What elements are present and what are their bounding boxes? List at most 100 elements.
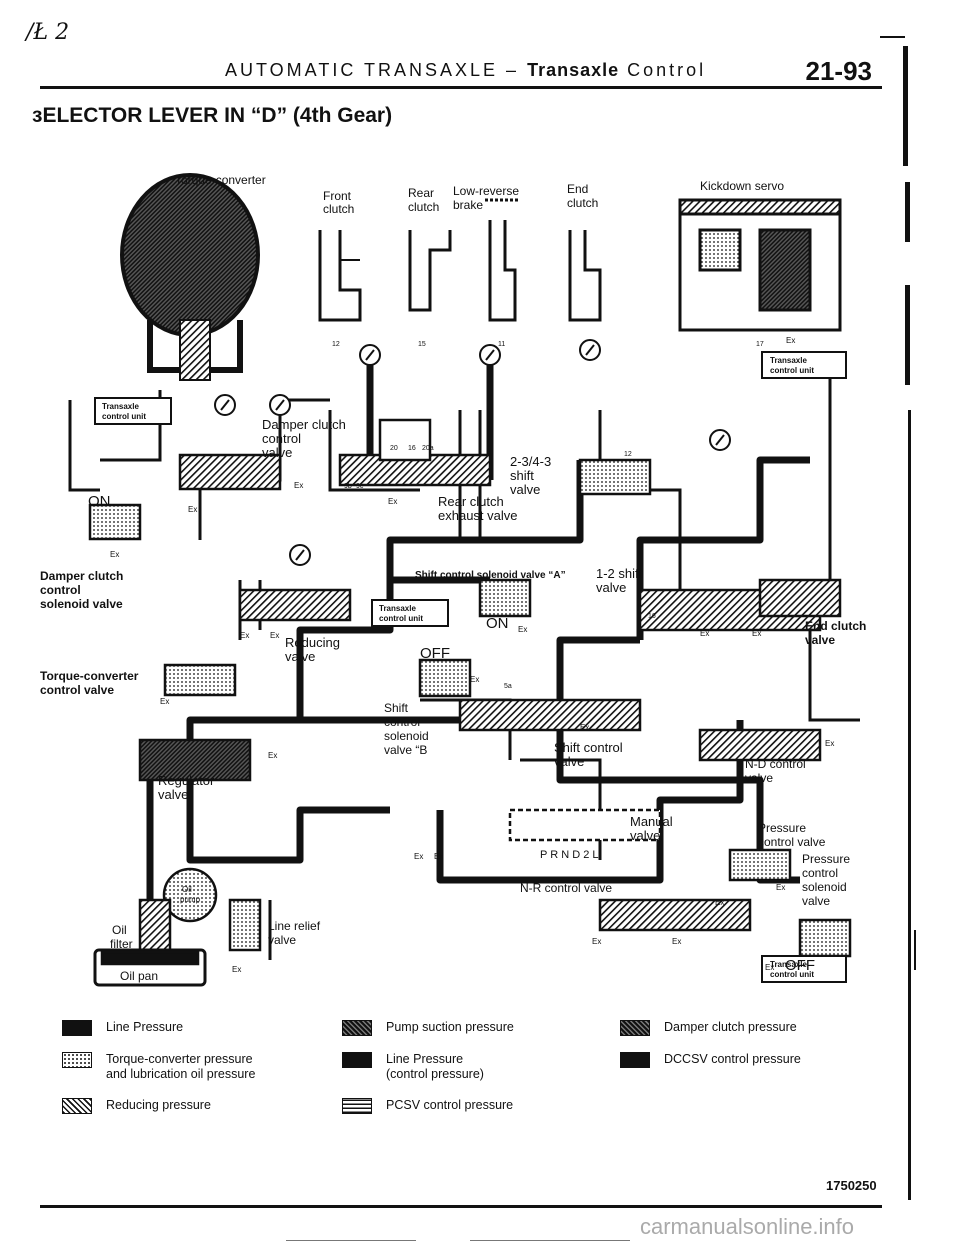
torque-converter [120, 173, 260, 381]
label-shift-solenoid-b-1: Shift [384, 701, 409, 715]
svg-text:Ex: Ex [434, 852, 443, 861]
oil-filter [138, 898, 172, 957]
svg-text:Ex: Ex [592, 937, 601, 946]
label-on-2: ON [486, 615, 509, 632]
label-manual-valve-2: valve [630, 828, 660, 843]
svg-text:control unit: control unit [770, 366, 814, 375]
label-damper-clutch-solenoid-2: control [40, 583, 81, 597]
legend-reducing-pressure: Reducing pressure [62, 1098, 211, 1114]
page-header: AUTOMATIC TRANSAXLE – Transaxle Control … [40, 56, 880, 86]
svg-text:5a: 5a [504, 683, 512, 690]
svg-text:Ex: Ex [160, 697, 169, 706]
transaxle-control-unit-box-4: Transaxle control unit [761, 955, 847, 983]
label-nd-control-valve-1: N-D control [745, 757, 806, 771]
legend-swatch [342, 1020, 372, 1036]
label-shift-solenoid-b-2: control [384, 715, 420, 729]
legend-swatch [62, 1052, 92, 1068]
header-rule [40, 86, 882, 89]
label-damper-clutch-control-valve-3: valve [262, 445, 292, 460]
svg-text:Ex: Ex [470, 675, 479, 684]
svg-text:Ex: Ex [825, 739, 834, 748]
svg-text:Ex: Ex [752, 629, 761, 638]
svg-text:control unit: control unit [379, 614, 423, 623]
label-on-1: ON [88, 493, 111, 510]
damper-clutch-control-solenoid [88, 503, 142, 541]
svg-text:Ex: Ex [232, 965, 241, 974]
label-oil-pan: Oil pan [120, 969, 158, 983]
label-pcsv-4: valve [802, 894, 830, 908]
figure-number: 1750250 [826, 1178, 877, 1193]
svg-text:Ex: Ex [294, 481, 303, 490]
rear-clutch-exhaust-valve-body [378, 418, 432, 462]
svg-text:Ex: Ex [414, 852, 423, 861]
label-rear-clutch-exhaust-1: Rear clutch [438, 494, 504, 509]
regulator-valve-body [138, 738, 252, 782]
label-oil-pump-1: Oil [182, 885, 192, 894]
manual-valve-body [508, 808, 662, 842]
label-rear-clutch-exhaust-2: exhaust valve [438, 508, 518, 523]
label-damper-clutch-solenoid-3: solenoid valve [40, 597, 123, 611]
label-oil-filter-1: Oil [112, 923, 127, 937]
label-234-3-shift-valve-3: valve [510, 482, 540, 497]
label-manual-valve-1: Manual [630, 814, 673, 829]
svg-text:Ex: Ex [672, 937, 681, 946]
svg-text:Ex: Ex [765, 963, 774, 972]
label-reducing-valve-1: Reducing [285, 635, 340, 650]
label-oil-filter-2: filter [110, 937, 133, 951]
svg-text:20: 20 [390, 445, 398, 452]
label-damper-clutch-control-valve-1: Damper clutch [262, 417, 346, 432]
label-prnd2l: P R N D 2 L [540, 849, 599, 861]
label-pressure-control-valve-2: control valve [758, 835, 826, 849]
label-pcsv-3: solenoid [802, 880, 847, 894]
label-oil-pump-2: pump [180, 895, 201, 904]
label-end-clutch-valve-1: End clutch [805, 619, 866, 633]
svg-text:12: 12 [624, 451, 632, 458]
nd-control-valve-body [698, 728, 822, 762]
svg-text:Ex: Ex [786, 336, 795, 345]
svg-text:16: 16 [648, 613, 656, 620]
label-tc-control-valve-1: Torque-converter [40, 669, 139, 683]
svg-text:Ex: Ex [518, 625, 527, 634]
legend-swatch [342, 1052, 372, 1068]
label-shift-solenoid-b-3: solenoid [384, 729, 429, 743]
label-shift-solenoid-b-4: valve “B [384, 743, 427, 757]
hydraulic-circuit-diagram: Torque-converter Front clutch Rear clutc… [40, 173, 866, 987]
svg-text:15: 15 [418, 341, 426, 348]
legend-pcsv-control-pressure: PCSV control pressure [342, 1098, 513, 1114]
label-end-clutch-valve-2: valve [805, 633, 835, 647]
label-damper-clutch-control-valve-2: control [262, 431, 301, 446]
svg-text:Ex: Ex [188, 505, 197, 514]
label-rear-clutch-1: Rear [408, 186, 434, 200]
exhaust-port-labels: Ex Ex Ex Ex Ex Ex Ex Ex Ex Ex Ex Ex Ex E… [110, 336, 834, 974]
svg-text:Ex: Ex [270, 631, 279, 640]
svg-text:control unit: control unit [770, 970, 814, 979]
legend-swatch [62, 1020, 92, 1036]
damper-clutch-control-valve [178, 453, 282, 491]
svg-text:Transaxle: Transaxle [770, 960, 807, 969]
label-line-relief-valve-1: Line relief [268, 919, 321, 933]
svg-text:11: 11 [498, 341, 505, 348]
svg-text:Ex: Ex [776, 883, 785, 892]
svg-text:16: 16 [408, 445, 416, 452]
svg-text:Ex: Ex [388, 497, 397, 506]
label-damper-clutch-solenoid-1: Damper clutch [40, 569, 123, 583]
svg-text:12: 12 [332, 341, 340, 348]
svg-text:Transaxle: Transaxle [770, 356, 807, 365]
svg-text:17: 17 [756, 341, 764, 348]
label-rear-clutch-2: clutch [408, 200, 439, 214]
end-clutch [568, 230, 602, 322]
label-low-reverse-brake-2: brake [453, 198, 483, 212]
end-clutch-valve-body [758, 578, 842, 618]
watermark: carmanualsonline.info [640, 1214, 855, 1239]
legend-line-pressure: Line Pressure [62, 1020, 183, 1036]
shift-control-valve-body [458, 698, 642, 732]
reducing-valve-body [238, 588, 352, 622]
label-tc-control-valve-2: control valve [40, 683, 114, 697]
label-1-2-shift-valve-1: 1-2 shift [596, 566, 643, 581]
svg-text:Ex: Ex [110, 550, 119, 559]
legend-swatch [62, 1098, 92, 1114]
kickdown-servo [678, 198, 842, 332]
svg-text:Ex: Ex [700, 629, 709, 638]
svg-text:Ex: Ex [240, 631, 249, 640]
